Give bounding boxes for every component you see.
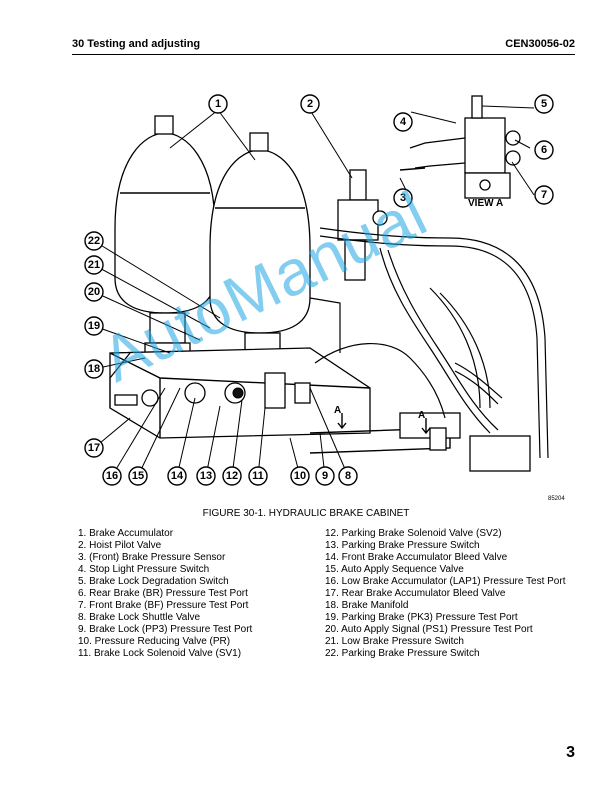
svg-text:14: 14 — [171, 470, 184, 482]
section-title: 30 Testing and adjusting — [72, 38, 201, 50]
callout-16: 16 — [102, 466, 122, 486]
callout-11: 11 — [248, 466, 268, 486]
legend-item: 2. Hoist Pilot Valve — [78, 540, 162, 551]
callout-8: 8 — [338, 466, 358, 486]
drawing-number: 85204 — [548, 496, 565, 502]
callout-5: 5 — [534, 94, 554, 114]
legend-item: 21. Low Brake Pressure Switch — [325, 636, 464, 647]
svg-text:2: 2 — [307, 98, 313, 110]
svg-text:11: 11 — [252, 470, 264, 482]
svg-text:22: 22 — [88, 235, 100, 247]
legend-item: 14. Front Brake Accumulator Bleed Valve — [325, 552, 508, 563]
svg-text:4: 4 — [400, 116, 407, 128]
page-header: 30 Testing and adjusting CEN30056-02 — [72, 38, 575, 52]
callout-17: 17 — [84, 438, 104, 458]
legend-item: 4. Stop Light Pressure Switch — [78, 564, 210, 575]
hydraulic-hoses — [109, 227, 549, 459]
view-a-inset — [399, 95, 521, 199]
legend-item: 17. Rear Brake Accumulator Bleed Valve — [325, 588, 506, 599]
header-rule — [72, 54, 575, 55]
figure-drawing: A A VIEW A 85204 — [84, 94, 565, 502]
section-mark-a-right: A — [418, 410, 425, 421]
legend-right-column: 12. Parking Brake Solenoid Valve (SV2) 1… — [325, 528, 585, 660]
callout-2: 2 — [300, 94, 320, 114]
figure-caption: FIGURE 30-1. HYDRAULIC BRAKE CABINET — [202, 508, 410, 519]
svg-text:6: 6 — [541, 144, 547, 156]
svg-text:16: 16 — [106, 470, 118, 482]
callout-13: 13 — [196, 466, 216, 486]
callout-1: 1 — [208, 94, 228, 114]
svg-text:13: 13 — [200, 470, 212, 482]
legend-item: 12. Parking Brake Solenoid Valve (SV2) — [325, 528, 502, 539]
legend-item: 16. Low Brake Accumulator (LAP1) Pressur… — [325, 576, 566, 587]
callout-15: 15 — [128, 466, 148, 486]
brake-lock-shuttle-assembly — [309, 412, 531, 472]
svg-text:15: 15 — [132, 470, 144, 482]
callout-18: 18 — [84, 359, 104, 379]
callout-10: 10 — [290, 466, 310, 486]
hydraulic-brake-cabinet-figure: A A VIEW A 85204 — [70, 88, 570, 508]
legend-item: 7. Front Brake (BF) Pressure Test Port — [78, 600, 249, 611]
callout-6: 6 — [534, 140, 554, 160]
document-code: CEN30056-02 — [505, 38, 575, 50]
legend-item: 19. Parking Brake (PK3) Pressure Test Po… — [325, 612, 518, 623]
callout-14: 14 — [167, 466, 187, 486]
svg-text:8: 8 — [345, 470, 351, 482]
legend-item: 20. Auto Apply Signal (PS1) Pressure Tes… — [325, 624, 533, 635]
callout-3: 3 — [393, 188, 413, 208]
page-number: 3 — [566, 744, 575, 761]
svg-text:9: 9 — [322, 470, 328, 482]
legend-item: 1. Brake Accumulator — [78, 528, 174, 539]
callout-20: 20 — [84, 282, 104, 302]
legend-item: 11. Brake Lock Solenoid Valve (SV1) — [78, 648, 242, 659]
legend-item: 15. Auto Apply Sequence Valve — [325, 564, 464, 575]
legend-item: 22. Parking Brake Pressure Switch — [325, 648, 480, 659]
svg-text:20: 20 — [88, 286, 100, 298]
legend-item: 6. Rear Brake (BR) Pressure Test Port — [78, 588, 248, 599]
legend-item: 13. Parking Brake Pressure Switch — [325, 540, 480, 551]
callout-22: 22 — [84, 231, 104, 251]
legend-item: 3. (Front) Brake Pressure Sensor — [78, 552, 226, 563]
svg-text:1: 1 — [215, 98, 221, 110]
callout-4: 4 — [393, 112, 413, 132]
svg-text:18: 18 — [88, 363, 100, 375]
callout-19: 19 — [84, 316, 104, 336]
svg-text:19: 19 — [88, 320, 100, 332]
callout-12: 12 — [222, 466, 242, 486]
svg-text:5: 5 — [541, 98, 547, 110]
svg-text:3: 3 — [400, 192, 406, 204]
callout-9: 9 — [315, 466, 335, 486]
legend-item: 5. Brake Lock Degradation Switch — [78, 576, 229, 587]
svg-text:7: 7 — [541, 189, 547, 201]
legend-item: 10. Pressure Reducing Valve (PR) — [78, 636, 231, 647]
callout-21: 21 — [84, 255, 104, 275]
svg-text:21: 21 — [88, 259, 100, 271]
view-a-label: VIEW A — [468, 198, 503, 209]
legend-left-column: 1. Brake Accumulator 2. Hoist Pilot Valv… — [78, 528, 308, 660]
svg-text:10: 10 — [294, 470, 306, 482]
section-mark-a-left: A — [334, 405, 341, 416]
svg-text:12: 12 — [226, 470, 238, 482]
legend-item: 18. Brake Manifold — [325, 600, 409, 611]
legend-item: 8. Brake Lock Shuttle Valve — [78, 612, 201, 623]
callout-7: 7 — [534, 185, 554, 205]
svg-text:17: 17 — [88, 442, 100, 454]
legend-item: 9. Brake Lock (PP3) Pressure Test Port — [78, 624, 253, 635]
